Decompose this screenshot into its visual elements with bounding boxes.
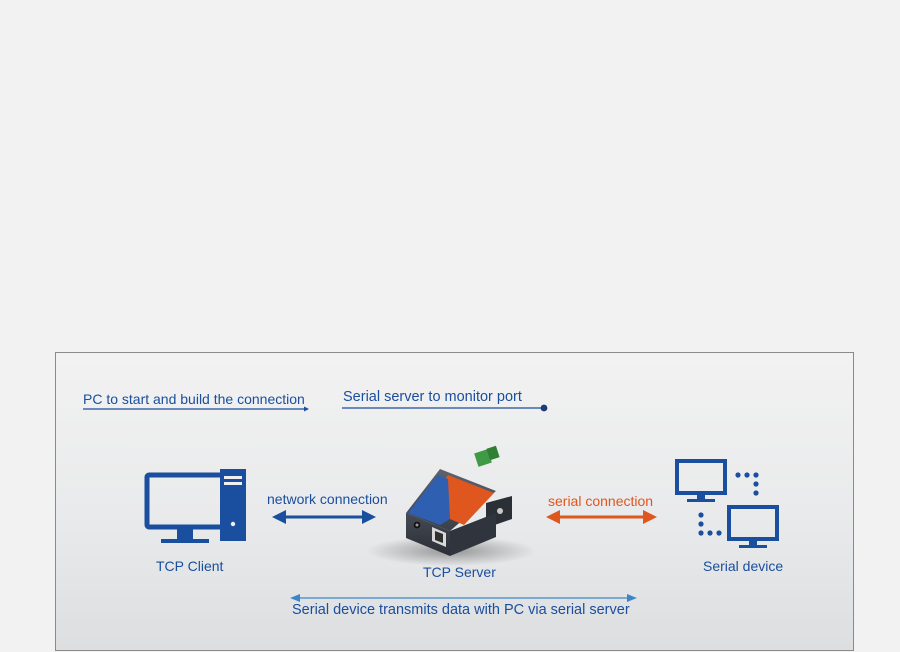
transmit-caption: Serial device transmits data with PC via…: [292, 602, 630, 618]
pc-start-note: PC to start and build the connection: [83, 391, 305, 407]
server-monitor-note: Serial server to monitor port: [343, 389, 522, 405]
tcp-server-label: TCP Server: [423, 564, 496, 580]
diagram-graphics: [83, 404, 779, 602]
network-connection-label: network connection: [267, 491, 388, 507]
serial-connection-arrow: [546, 510, 657, 524]
pc-start-underline: [83, 406, 309, 412]
desktop-pc-tower-icon: [144, 469, 246, 543]
tcp-client-label: TCP Client: [156, 558, 224, 574]
dual-monitor-network-icon: [675, 459, 779, 548]
connection-diagram-panel: PC to start and build the connection Ser…: [55, 352, 854, 651]
serial-server-device-icon: [366, 445, 536, 566]
serial-device-label: Serial device: [703, 558, 784, 574]
transmit-arrow: [290, 594, 637, 602]
serial-connection-label: serial connection: [548, 493, 654, 509]
server-monitor-underline: [342, 404, 548, 412]
network-connection-arrow: [272, 510, 376, 524]
